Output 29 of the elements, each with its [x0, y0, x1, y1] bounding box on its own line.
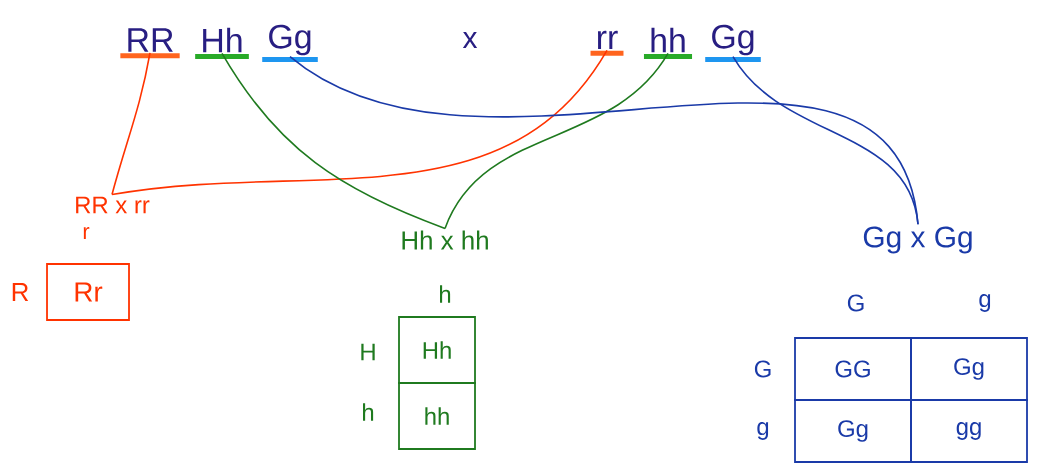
cross-text: Hh x hh: [402, 230, 488, 250]
gene-pair: Gg: [262, 24, 318, 63]
allele-label: H: [361, 343, 375, 361]
connector-line: [221, 52, 446, 230]
allele-label: G: [754, 360, 771, 378]
gene-pair: rr: [590, 30, 624, 56]
punnett-cell: GG: [794, 337, 912, 401]
punnett-cell: Gg: [794, 399, 912, 463]
allele-label: G: [847, 294, 864, 312]
connector-line: [732, 55, 919, 226]
connector-line: [444, 52, 669, 230]
allele-label: r: [83, 227, 90, 239]
gene-pair: Gg: [705, 24, 761, 63]
punnett-cell: Gg: [910, 337, 1028, 401]
connector-line: [111, 49, 608, 196]
gene-pair: RR: [120, 28, 180, 59]
punnett-cell: hh: [398, 382, 476, 450]
punnett-cell: gg: [910, 399, 1028, 463]
cross-text: Gg x Gg: [863, 226, 972, 254]
allele-label: g: [757, 422, 769, 440]
allele-label: g: [979, 294, 991, 312]
allele-label: h: [363, 403, 374, 421]
gene-pair: Hh: [195, 27, 249, 59]
cross-text: RR x rr: [76, 196, 150, 214]
punnett-cell: Rr: [46, 263, 130, 321]
connector-line: [111, 52, 151, 196]
cross-sign: x: [462, 32, 478, 48]
punnett-cell: Hh: [398, 316, 476, 384]
gene-pair: hh: [643, 27, 693, 59]
